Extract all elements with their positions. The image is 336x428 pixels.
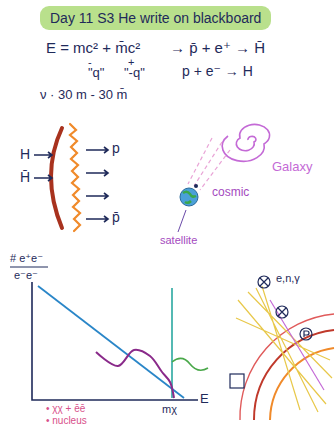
particle-list: e,n,γ (276, 272, 300, 284)
spiral (222, 124, 269, 161)
cosmic-rays (188, 138, 230, 190)
chart (10, 267, 208, 400)
legend-note: • χχ + ēē (46, 403, 85, 414)
signal-curve (96, 350, 174, 398)
particle-label: p (112, 141, 120, 156)
satellite-dot (194, 184, 198, 188)
earth-circle (180, 188, 198, 206)
fraction-bar (10, 267, 48, 268)
tail-curve (172, 358, 208, 370)
circle-symbol (276, 306, 288, 318)
equation: p + e⁻ → H (182, 64, 253, 79)
arrow (86, 193, 108, 199)
charge-label: "q" (88, 66, 104, 80)
arrow (86, 216, 108, 222)
p-mark (304, 331, 309, 337)
axis-label: # e⁺e⁻ (10, 252, 43, 264)
zigzag-wave (70, 124, 80, 231)
particle-label: H (20, 147, 30, 162)
arrow (86, 147, 108, 153)
cross (260, 278, 268, 286)
land (183, 192, 196, 203)
ray (200, 150, 230, 190)
arrow (34, 152, 52, 158)
tracks (236, 286, 332, 412)
background-line (38, 286, 184, 398)
earth (178, 184, 198, 232)
axes (32, 282, 198, 400)
satellite-label: satellite (160, 234, 197, 246)
arrow (34, 175, 52, 181)
particle-label: H̄ (20, 170, 30, 185)
charge-label: "-q" (124, 66, 145, 80)
beam-arrows (34, 147, 108, 222)
axis-label: e⁻e⁻ (14, 269, 38, 281)
ray (188, 138, 212, 184)
galaxy-label: Galaxy (272, 160, 312, 174)
cosmic-label: cosmic (212, 186, 249, 199)
legend-note: • nucleus (46, 415, 87, 426)
arrow (86, 170, 108, 176)
detector (230, 276, 334, 420)
title-band: Day 11 S3 He write on blackboard (40, 6, 271, 30)
title: Day 11 S3 He write on blackboard (50, 10, 261, 26)
equation: ν · 30 m - 30 m̄ (40, 88, 127, 102)
cross (278, 308, 286, 316)
arc (270, 348, 334, 420)
galaxy-spiral (222, 124, 269, 161)
equation: E = mc² + m̄c² (46, 40, 140, 57)
circle-symbol (258, 276, 270, 288)
track (270, 300, 324, 390)
barrier (51, 124, 80, 231)
axis-label: E (200, 392, 209, 406)
leader-line (178, 210, 186, 232)
particle-label: p̄ (112, 210, 120, 225)
mass-line (171, 288, 173, 398)
particle-symbols (258, 276, 312, 340)
circle-symbol (300, 328, 312, 340)
box-symbol (230, 374, 244, 388)
equation: → p̄ + e⁺ → H̄ (170, 40, 265, 57)
mass-label: mχ (162, 403, 177, 415)
